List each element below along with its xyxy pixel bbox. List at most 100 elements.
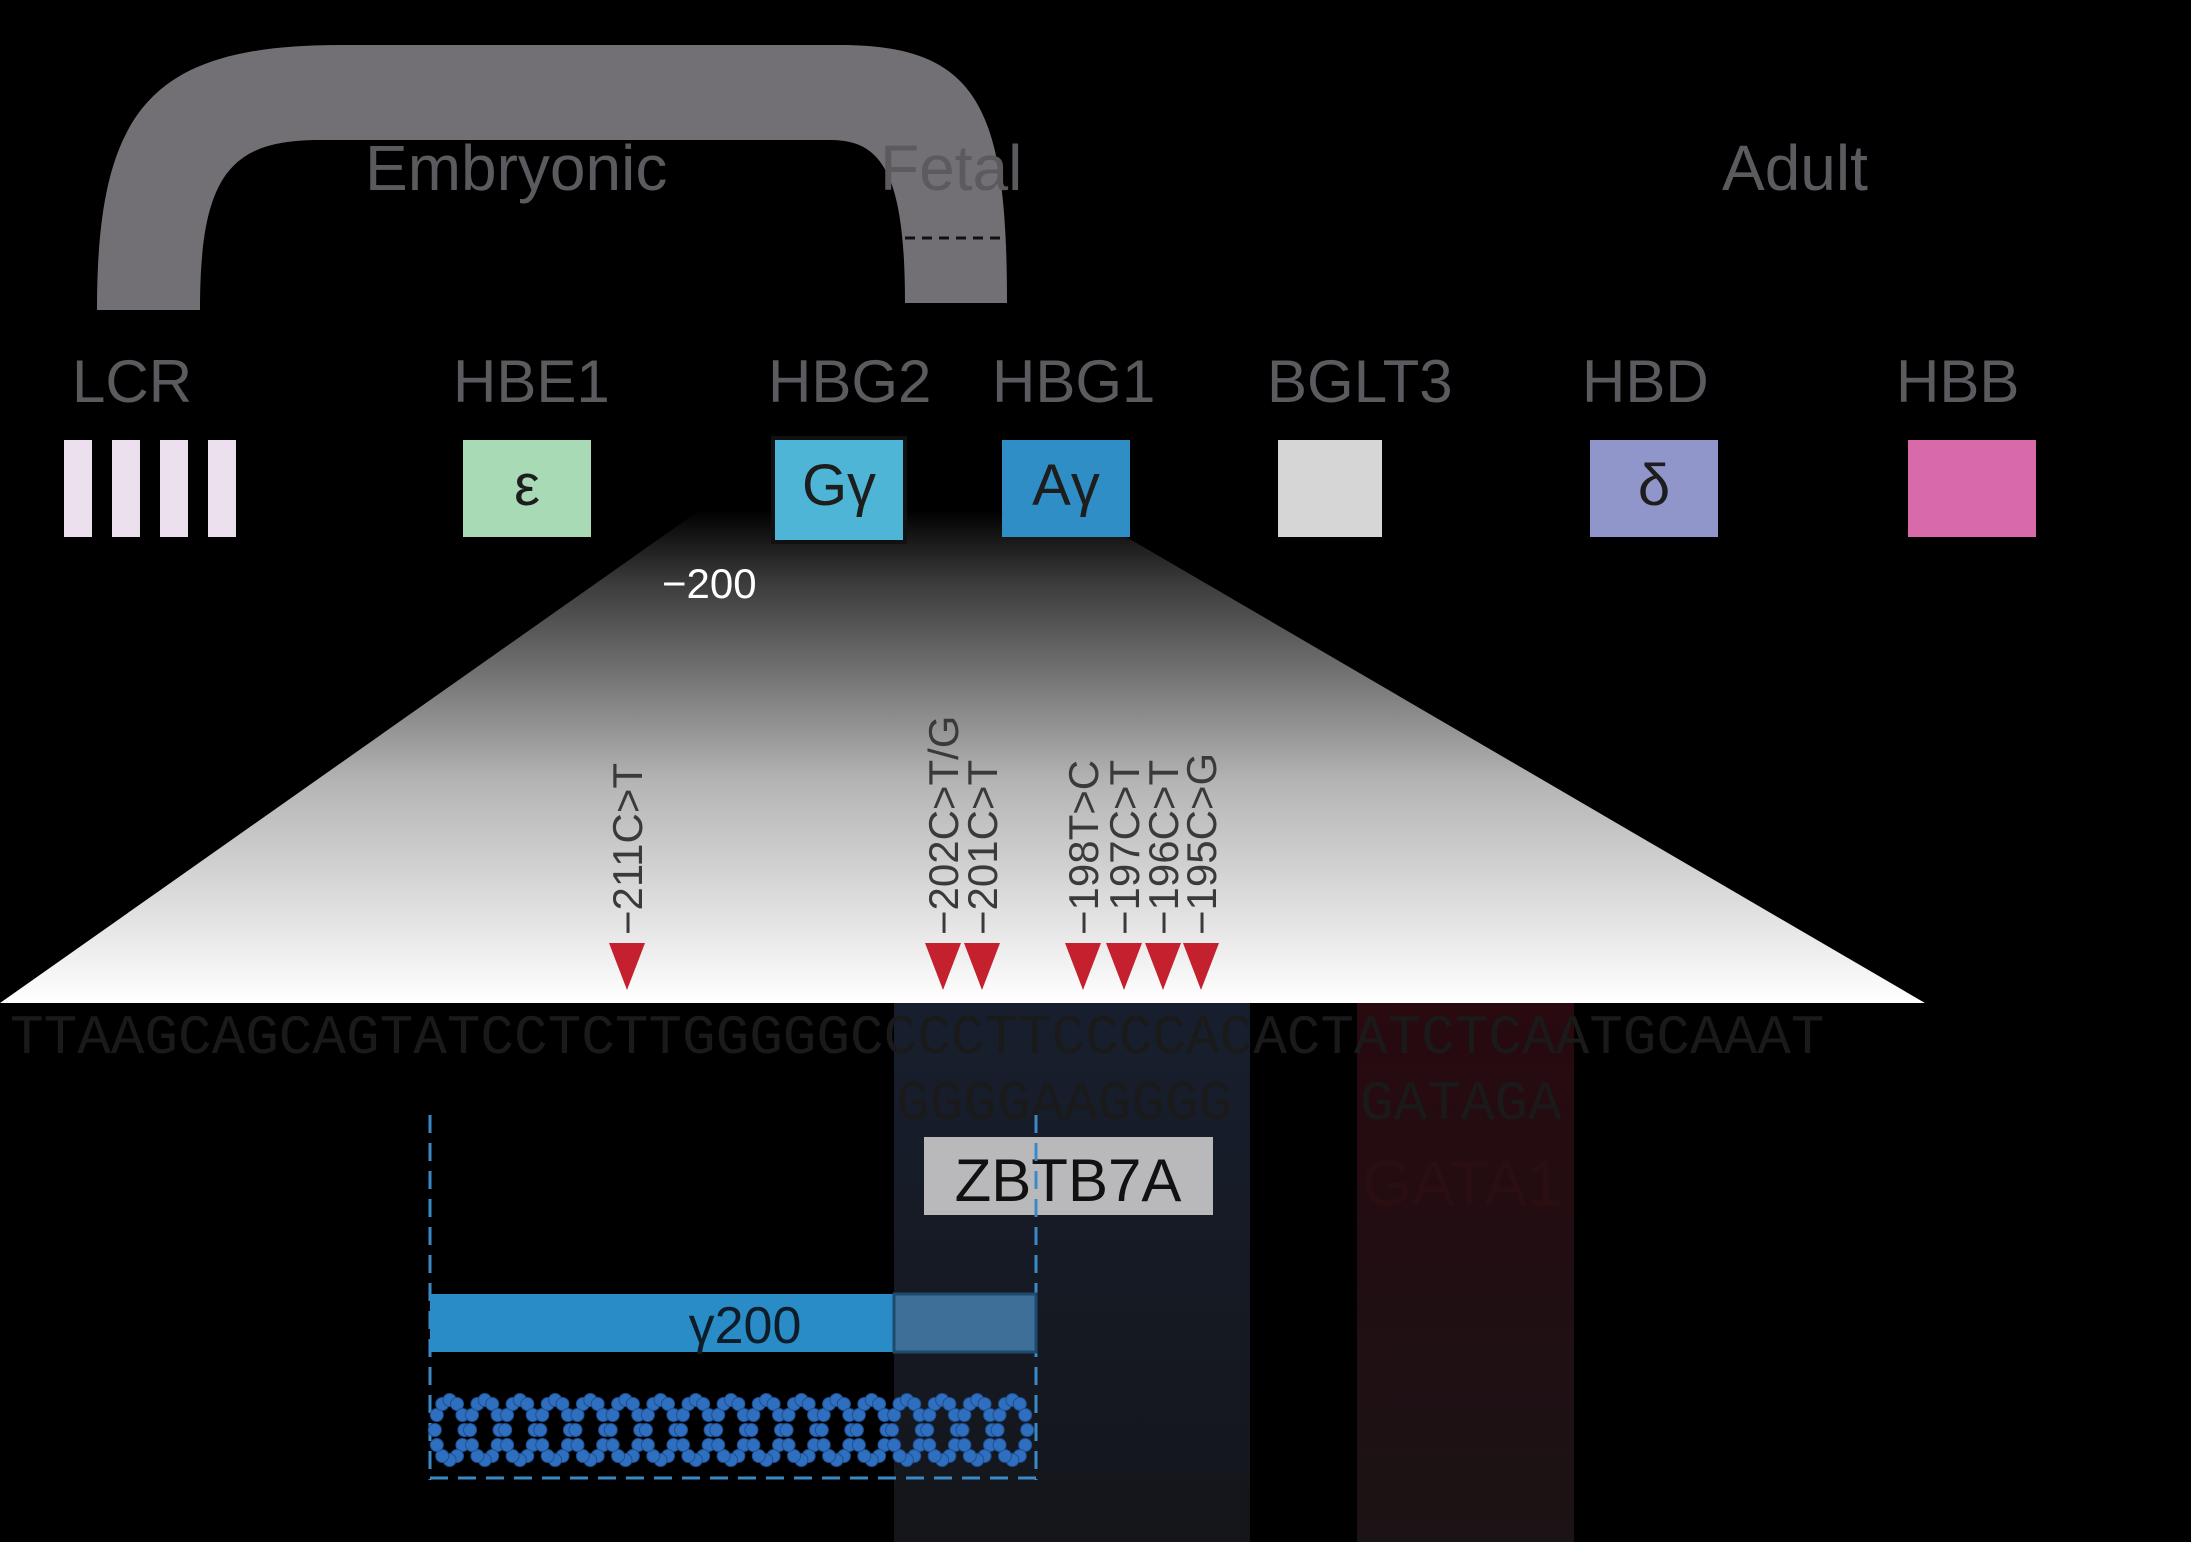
dna-bead [611,1449,626,1463]
dna-bead [822,1449,837,1463]
sequence-base: T [648,1006,682,1070]
dna-bead [907,1397,922,1411]
mutation-arrow [1106,943,1142,990]
sequence-base: T [380,1006,414,1070]
mutated-base: C [850,1006,884,1070]
dna-bead [779,1423,794,1437]
sequence-base: G [1623,1006,1657,1070]
mutation-arrow [1145,943,1181,990]
gene-label-hbe1: HBE1 [453,348,610,415]
dna-bead [470,1449,485,1463]
sequence-base: G [245,1006,279,1070]
dna-bead [1018,1408,1033,1422]
sequence-base: A [1186,1006,1220,1070]
dna-bead [676,1408,690,1422]
sequence-base: G [716,1006,750,1070]
stage-label-adult: Adult [1722,132,1868,204]
zbtb7a-factor-box [924,1137,1213,1215]
dna-bead [533,1423,548,1437]
lcr-hs-bar [64,440,92,537]
dna-bead [927,1449,942,1463]
gene-box-hbb [1908,440,2036,537]
mutation-label: −198T>C [1060,760,1107,935]
dna-bead [696,1397,711,1411]
sequence-base: G [144,1006,178,1070]
sequence-base: C [514,1006,548,1070]
gene-label-bglt3: BGLT3 [1267,348,1453,415]
dna-bead [731,1397,746,1411]
dna-bead [465,1438,479,1452]
dna-bead [450,1397,464,1411]
dna-bead [465,1408,479,1422]
mutation-label: −196C>T [1140,760,1187,935]
gene-label-hbg2: HBG2 [768,348,931,415]
mutated-base: C [884,1006,918,1070]
mutation-label: −201C>T [959,760,1006,935]
sequence-base: G [346,1006,380,1070]
sequence-base: A [1757,1006,1791,1070]
sequence-base: C [1152,1006,1186,1070]
gata1-binding-region [1357,1003,1574,1542]
dna-bead [962,1449,977,1463]
gene-label-lcr: LCR [72,348,192,415]
mutated-base: C [1085,1006,1119,1070]
sequence-base: A [77,1006,111,1070]
mutation-label: −197C>T [1101,760,1148,935]
construct-label: γ200 [689,1297,802,1355]
dna-bead [942,1397,957,1411]
gene-label-hbd: HBD [1582,348,1709,415]
dna-bead [674,1423,688,1437]
gene-label-hbb: HBB [1896,348,2019,415]
sequence-base: T [447,1006,481,1070]
sequence-base: G [749,1006,783,1070]
sequence-base: T [10,1006,44,1070]
dna-bead [801,1397,816,1411]
dna-bead [570,1438,585,1452]
sequence-base: G [783,1006,817,1070]
mutation-arrow [609,943,645,990]
dna-bead [887,1408,902,1422]
gene-box-hbe1 [463,440,591,537]
sequence-base: C [279,1006,313,1070]
sequence-base: C [1220,1006,1254,1070]
dna-bead [500,1408,515,1422]
dna-bead [816,1438,831,1452]
dna-bead [957,1438,972,1452]
stage-label-embryonic: Embryonic [365,132,667,204]
dna-bead [638,1423,653,1437]
dna-bead [429,1438,444,1452]
dna-bead [520,1397,535,1411]
dna-bead [485,1397,500,1411]
dna-bead [570,1408,585,1422]
sequence-base: C [1488,1006,1522,1070]
mutation-arrow [925,943,961,990]
mutation-arrow [1065,943,1101,990]
dna-bead [535,1408,550,1422]
dna-bead [990,1423,1005,1437]
zbtb7a-factor-label: ZBTB7A [955,1147,1182,1214]
dna-bead [681,1449,696,1463]
dna-bead [535,1438,550,1452]
dna-bead [625,1397,640,1411]
mutated-base: T [1018,1006,1052,1070]
sequence-base: A [1253,1006,1287,1070]
gata1-motif-sequence: GATAGA [1360,1072,1562,1136]
dna-bead [429,1408,444,1422]
dna-bead [435,1449,450,1463]
dna-bead [992,1438,1007,1452]
dna-bead [555,1397,570,1411]
dna-bead [922,1408,937,1422]
dna-bead [814,1423,829,1437]
dna-bead [746,1408,761,1422]
dna-bead [590,1397,605,1411]
sequence-base: A [212,1006,246,1070]
dna-bead [851,1438,866,1452]
dna-bead [603,1423,618,1437]
sequence-base: C [1421,1006,1455,1070]
sequence-base: T [1388,1006,1422,1070]
dna-bead [716,1449,731,1463]
mutation-arrow [1183,943,1219,990]
dna-bead [463,1423,477,1437]
mutation-label: −211C>T [604,763,651,935]
gene-label-hbg1: HBG1 [992,348,1155,415]
